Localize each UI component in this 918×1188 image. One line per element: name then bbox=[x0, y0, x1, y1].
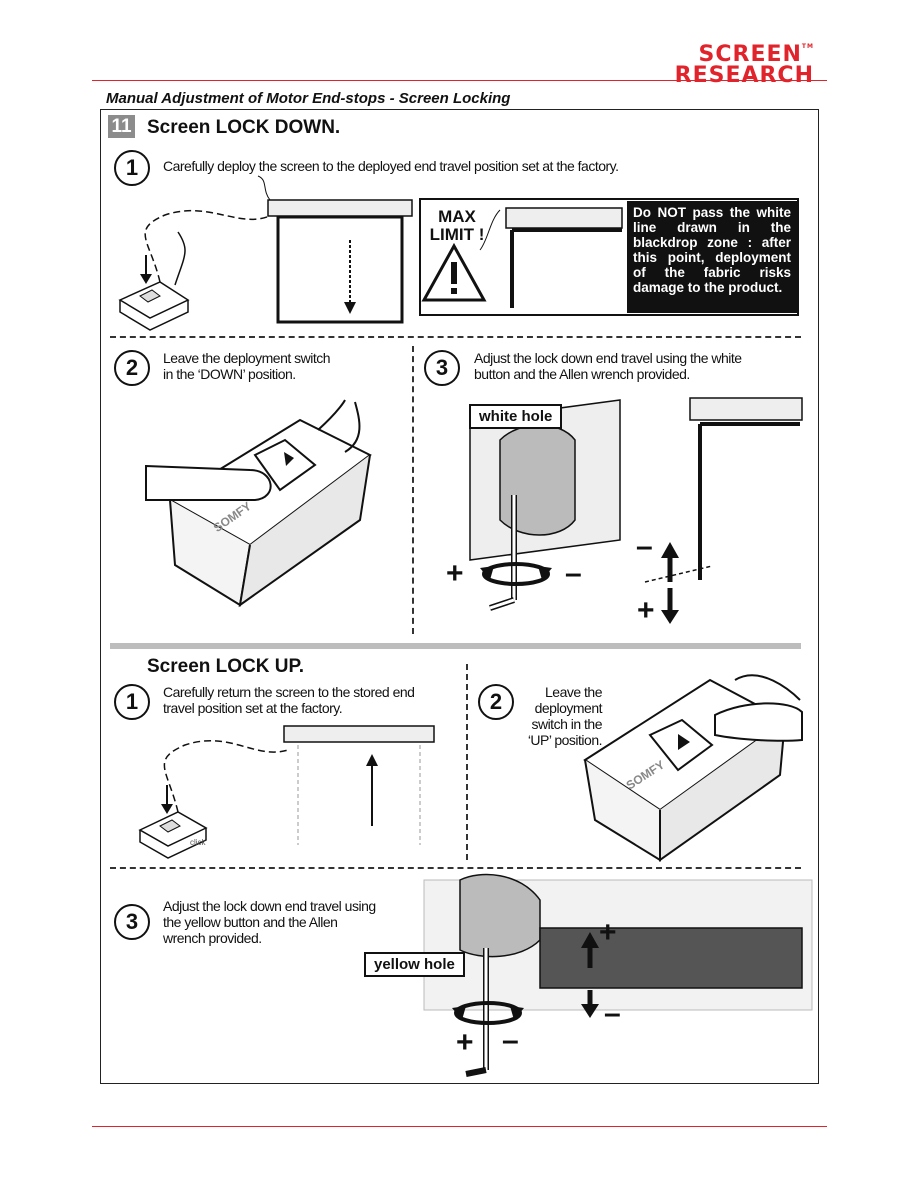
step-1-line2: travel position set at the factory. bbox=[163, 700, 343, 716]
step-3-line2: button and the Allen wrench provided. bbox=[474, 366, 690, 382]
brand-tm: TM bbox=[801, 43, 814, 50]
screen-bottom-detail bbox=[644, 397, 803, 583]
projection-screen-retracted bbox=[283, 725, 435, 845]
projection-screen-deployed bbox=[257, 175, 413, 324]
step-3-line3: wrench provided. bbox=[163, 930, 262, 946]
minus-sign: – bbox=[565, 557, 582, 590]
plus-sign: + bbox=[446, 557, 464, 590]
step-3-badge: 3 bbox=[424, 350, 460, 386]
step-1-badge: 1 bbox=[114, 684, 150, 720]
arrow-down-icon bbox=[661, 588, 679, 624]
warning-text: Do NOT pass the white line drawn in the … bbox=[627, 201, 797, 313]
max-limit-label: MAX LIMIT ! bbox=[429, 207, 485, 244]
rotate-arrows-icon bbox=[480, 562, 552, 586]
footer-rule bbox=[92, 1126, 827, 1127]
brand-line1: SCREEN bbox=[698, 42, 802, 67]
arrow-up-icon bbox=[661, 542, 679, 582]
step-1-text: Carefully return the screen to the store… bbox=[163, 684, 415, 716]
arrow-down-icon bbox=[581, 990, 599, 1018]
step-2-line3: switch in the bbox=[531, 716, 602, 732]
step-2-text: Leave the deployment switch in the ‘DOWN… bbox=[163, 350, 331, 382]
warning-triangle-icon bbox=[421, 242, 487, 302]
white-hole-label: white hole bbox=[469, 404, 563, 429]
step-3-text: Adjust the lock down end travel using th… bbox=[474, 350, 742, 382]
step-2-line2: deployment bbox=[534, 700, 603, 716]
yellow-hole-label: yellow hole bbox=[364, 952, 465, 977]
section-separator bbox=[110, 643, 801, 649]
arrow-up-icon bbox=[581, 932, 599, 968]
step-1-badge: 1 bbox=[114, 150, 150, 186]
header-rule bbox=[92, 80, 827, 81]
content-frame bbox=[100, 109, 819, 1084]
hand-switch-down-illustration bbox=[145, 399, 372, 608]
brand-line2: RESEARCH bbox=[674, 63, 814, 88]
step-3-line1: Adjust the lock down end travel using bbox=[163, 898, 376, 914]
section-number: 11 bbox=[108, 115, 135, 138]
remote-switch-illustration bbox=[118, 210, 273, 331]
page-title: Manual Adjustment of Motor End-stops - S… bbox=[106, 90, 511, 107]
step-1-line1: Carefully return the screen to the store… bbox=[163, 684, 415, 700]
minus-sign: – bbox=[604, 997, 621, 1030]
step-2-line4: ‘UP’ position. bbox=[527, 732, 603, 748]
minus-sign: – bbox=[636, 530, 653, 563]
hand-switch-up-illustration bbox=[583, 674, 803, 862]
step-3-badge: 3 bbox=[114, 904, 150, 940]
plus-sign: + bbox=[456, 1026, 474, 1059]
step-3-text: Adjust the lock down end travel using th… bbox=[163, 898, 376, 946]
plus-sign: + bbox=[637, 594, 655, 627]
warning-box bbox=[419, 198, 799, 316]
step-2-line2: in the ‘DOWN’ position. bbox=[163, 366, 296, 382]
lock-up-heading: Screen LOCK UP. bbox=[147, 656, 304, 677]
remote-switch-click-illustration bbox=[138, 740, 289, 859]
column-divider bbox=[412, 346, 414, 634]
step-2-line1: Leave the bbox=[545, 684, 603, 700]
step-2-line1: Leave the deployment switch bbox=[163, 350, 331, 366]
step-2-badge: 2 bbox=[114, 350, 150, 386]
minus-sign: – bbox=[502, 1024, 519, 1057]
step-2-text: Leave the deployment switch in the ‘UP’ … bbox=[500, 684, 603, 748]
motor-yellow-hole-illustration bbox=[423, 873, 813, 1077]
section-divider bbox=[110, 336, 801, 338]
lock-down-heading: Screen LOCK DOWN. bbox=[147, 117, 341, 138]
screen-top-detail bbox=[479, 207, 623, 308]
arrow-down-icon bbox=[161, 785, 173, 814]
motor-white-hole-illustration bbox=[469, 399, 621, 611]
column-divider bbox=[466, 664, 468, 860]
step-3-line1: Adjust the lock down end travel using th… bbox=[474, 350, 742, 366]
plus-sign: + bbox=[599, 916, 617, 949]
step-2-badge: 2 bbox=[478, 684, 514, 720]
section-divider bbox=[110, 867, 801, 869]
rotate-arrows-icon bbox=[452, 1001, 524, 1025]
brand-logo: SCREENTM RESEARCH bbox=[636, 44, 814, 87]
step-3-line2: the yellow button and the Allen bbox=[163, 914, 338, 930]
arrow-down-icon bbox=[140, 255, 152, 284]
click-label: click bbox=[190, 838, 206, 847]
step-1-text: Carefully deploy the screen to the deplo… bbox=[163, 158, 619, 174]
